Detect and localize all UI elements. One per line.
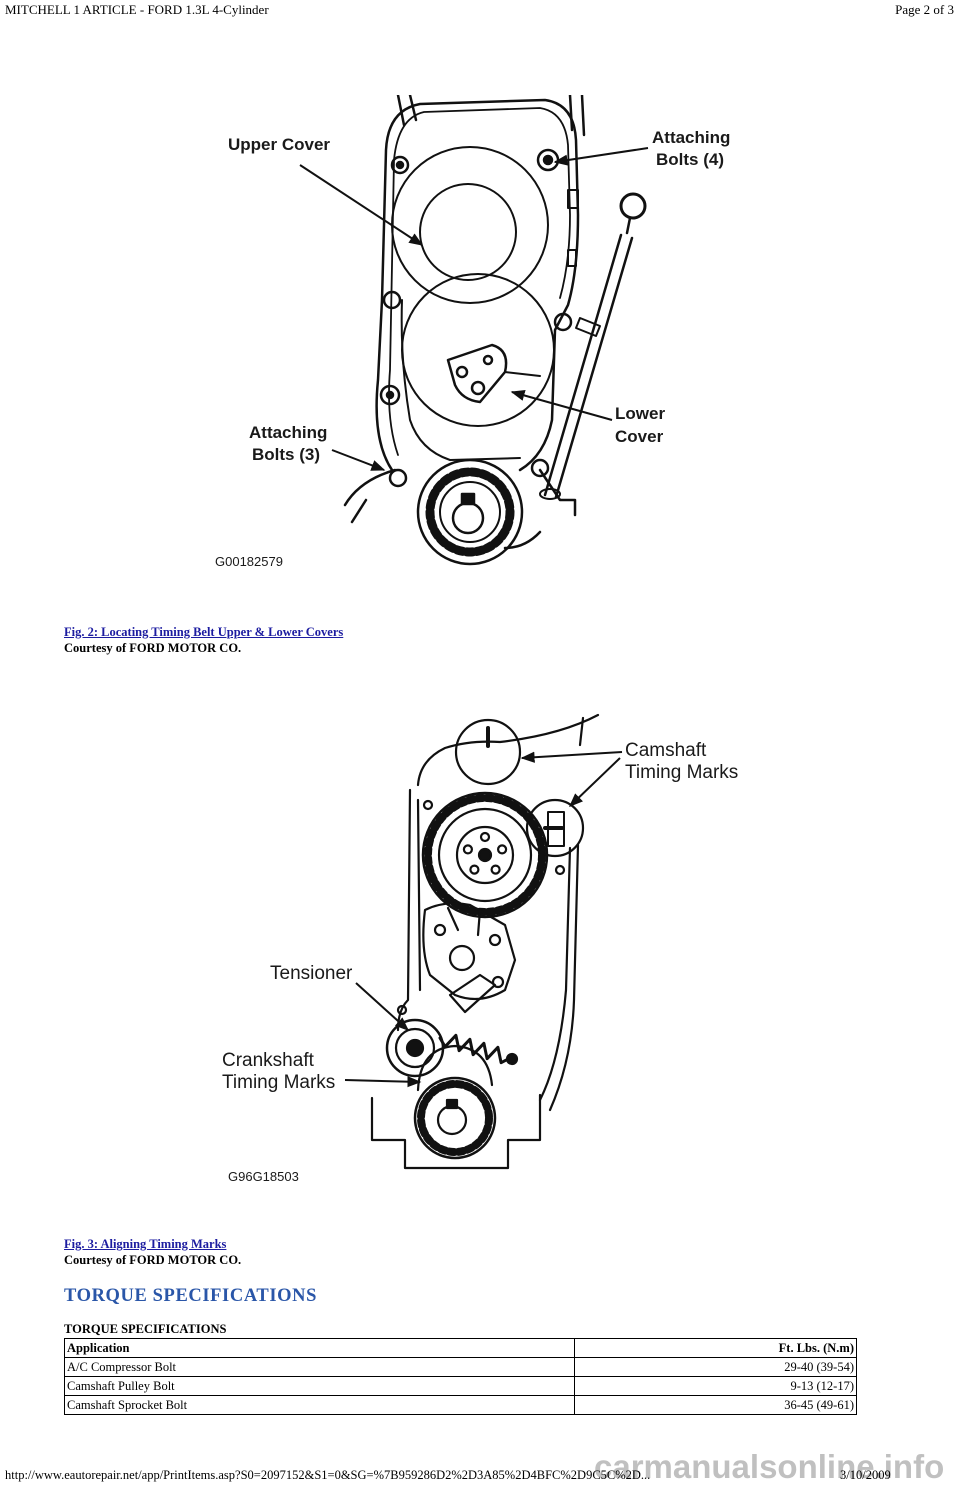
page-number: Page 2 of 3 xyxy=(895,2,954,17)
upper-attaching-bolts xyxy=(382,148,573,332)
oil-pump-housing xyxy=(422,902,517,1001)
table-row: A/C Compressor Bolt 29-40 (39-54) xyxy=(64,1357,857,1377)
label-camshaft-timing-marks-line2: Timing Marks xyxy=(625,762,738,783)
table-row: Camshaft Sprocket Bolt 36-45 (49-61) xyxy=(64,1395,857,1415)
label-lower-cover-line2: Cover xyxy=(615,427,664,446)
engine-block xyxy=(343,468,577,550)
label-attaching-bolts-3-line2: Bolts (3) xyxy=(252,445,320,464)
camshaft-timing-mark-circles xyxy=(454,718,585,858)
dipstick xyxy=(539,192,647,500)
crankshaft-mark-arrow xyxy=(344,1076,422,1088)
label-upper-cover: Upper Cover xyxy=(228,135,330,154)
table-cell-torque: 36-45 (49-61) xyxy=(574,1395,857,1415)
lower-cover-arrow xyxy=(510,390,613,421)
label-attaching-bolts-3-line1: Attaching xyxy=(249,423,327,442)
crankshaft-pulley xyxy=(416,458,524,566)
footer-url: http://www.eautorepair.net/app/PrintItem… xyxy=(5,1468,651,1482)
article-title: MITCHELL 1 ARTICLE - FORD 1.3L 4-Cylinde… xyxy=(5,2,269,17)
figure-code: G96G18503 xyxy=(228,1169,299,1184)
figure-3-caption-link[interactable]: Fig. 3: Aligning Timing Marks xyxy=(64,1237,227,1251)
table-cell-torque: 29-40 (39-54) xyxy=(574,1357,857,1377)
section-heading: TORQUE SPECIFICATIONS xyxy=(64,1286,317,1306)
camshaft-mark-arrow-1 xyxy=(520,751,623,763)
tensioner-pulley xyxy=(385,973,497,1078)
label-camshaft-timing-marks-line1: Camshaft xyxy=(625,740,707,761)
table-cell-application: Camshaft Pulley Bolt xyxy=(64,1376,575,1396)
tensioner-arrow xyxy=(355,982,410,1031)
label-attaching-bolts-4-line1: Attaching xyxy=(652,128,730,147)
tensioner-spring xyxy=(438,1033,512,1065)
table-title: TORQUE SPECIFICATIONS xyxy=(64,1322,227,1336)
label-lower-cover-line1: Lower xyxy=(615,404,665,423)
crankshaft-sprocket xyxy=(413,1044,497,1160)
figure-2-courtesy: Courtesy of FORD MOTOR CO. xyxy=(64,641,242,655)
camshaft-sprocket xyxy=(421,791,549,919)
bolts-3-arrow xyxy=(331,449,386,471)
cover-outline xyxy=(375,98,580,472)
table-header-row: Application Ft. Lbs. (N.m) xyxy=(64,1338,857,1358)
bolts-4-arrow xyxy=(553,147,649,166)
engine-edge xyxy=(396,95,586,137)
camshaft-mark-arrow-2 xyxy=(568,757,621,807)
table-cell-application: A/C Compressor Bolt xyxy=(64,1357,575,1377)
footer-date: 3/10/2009 xyxy=(840,1468,891,1482)
table-header-application: Application xyxy=(64,1338,575,1358)
watermark: carmanualsonline.info xyxy=(594,1448,945,1485)
timing-marks-diagram: Camshaft Timing Marks Tensioner Cranksha… xyxy=(222,713,738,1184)
table-cell-application: Camshaft Sprocket Bolt xyxy=(64,1395,575,1415)
table-row: Camshaft Pulley Bolt 9-13 (12-17) xyxy=(64,1376,857,1396)
label-crankshaft-timing-marks-line1: Crankshaft xyxy=(222,1050,315,1071)
camshaft-pulley-boss xyxy=(419,183,517,281)
figure-3-courtesy: Courtesy of FORD MOTOR CO. xyxy=(64,1253,242,1267)
lower-attaching-bolts xyxy=(379,384,550,488)
label-attaching-bolts-4-line2: Bolts (4) xyxy=(656,150,724,169)
timing-belt-covers-diagram: Upper Cover Attaching Bolts (4) Lower Co… xyxy=(215,95,730,569)
table-header-torque: Ft. Lbs. (N.m) xyxy=(574,1338,857,1358)
figure-2-caption-link[interactable]: Fig. 2: Locating Timing Belt Upper & Low… xyxy=(64,625,344,639)
table-cell-torque: 9-13 (12-17) xyxy=(574,1376,857,1396)
figure-code: G00182579 xyxy=(215,554,283,569)
label-tensioner: Tensioner xyxy=(270,963,353,984)
torque-spec-table: Application Ft. Lbs. (N.m) A/C Compresso… xyxy=(64,1338,857,1415)
label-crankshaft-timing-marks-line2: Timing Marks xyxy=(222,1072,335,1093)
upper-cover-arrow xyxy=(299,164,424,246)
engine-block-outline xyxy=(416,713,600,787)
